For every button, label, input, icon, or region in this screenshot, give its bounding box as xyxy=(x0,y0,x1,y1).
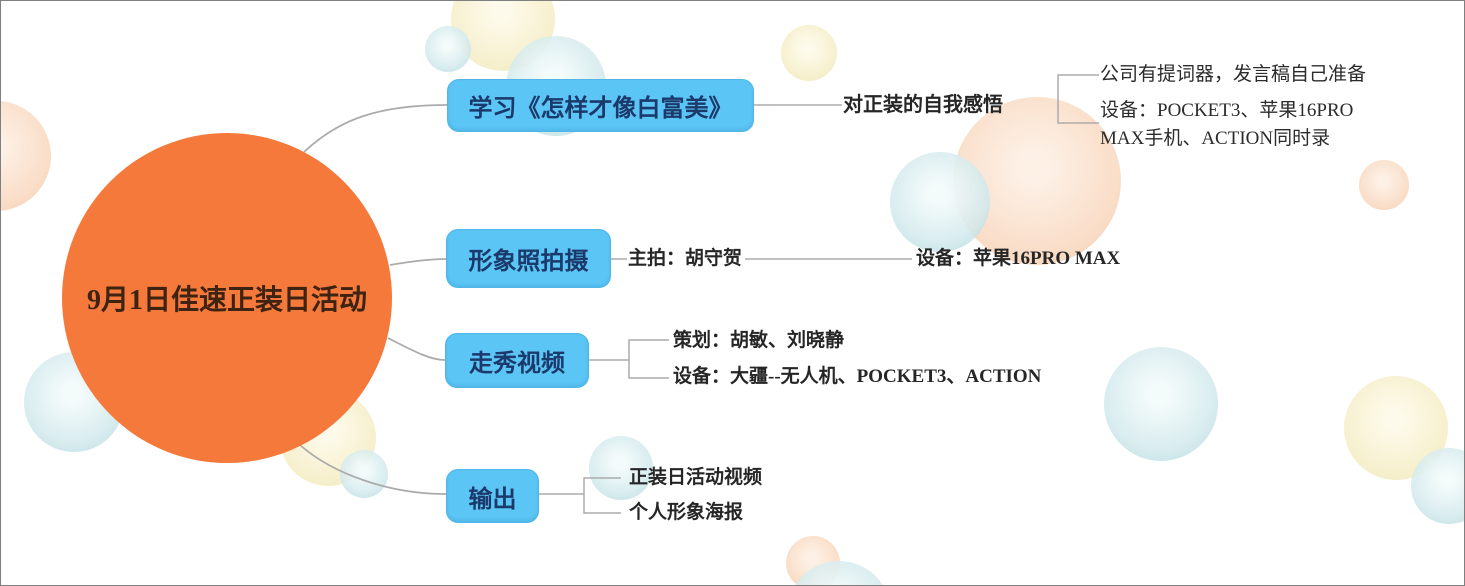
branch-node-catwalk[interactable]: 走秀视频 xyxy=(445,333,589,388)
bubble-decoration xyxy=(425,26,471,72)
leaf-output-poster[interactable]: 个人形象海报 xyxy=(629,502,744,523)
connector-root-branch2 xyxy=(389,258,447,266)
leaf-photo-lead[interactable]: 主拍：胡守贺 xyxy=(628,248,743,269)
branch-node-output[interactable]: 输出 xyxy=(446,469,539,523)
branch-node-label: 输出 xyxy=(468,486,517,513)
bubble-decoration xyxy=(1359,160,1409,210)
bracket-branch3 xyxy=(628,339,669,379)
branch-node-photo[interactable]: 形象照拍摄 xyxy=(446,229,611,288)
leaf-catwalk-devices[interactable]: 设备：大疆--无人机、POCKET3、ACTION xyxy=(673,366,1042,387)
root-node[interactable]: 9月1日佳速正装日活动 xyxy=(62,133,392,463)
leaf-photo-device[interactable]: 设备：苹果16PRO MAX xyxy=(916,248,1121,269)
bubble-decoration xyxy=(589,436,653,500)
connector-root-branch1 xyxy=(303,104,448,153)
leaf-catwalk-planners[interactable]: 策划：胡敏、刘晓静 xyxy=(673,330,845,351)
bracket-branch1 xyxy=(1057,74,1099,124)
branch-node-label: 形象照拍摄 xyxy=(468,249,589,275)
branch-node-label: 走秀视频 xyxy=(469,351,565,377)
bubble-decoration xyxy=(890,152,990,252)
connector-root-branch4 xyxy=(299,444,447,495)
bracket-branch4 xyxy=(583,477,621,514)
bubble-decoration xyxy=(781,25,837,81)
leaf-study-devices[interactable]: 设备：POCKET3、苹果16PRO MAX手机、ACTION同时录 xyxy=(1100,100,1354,149)
root-node-label: 9月1日佳速正装日活动 xyxy=(86,285,367,316)
bubble-decoration xyxy=(1411,448,1464,524)
bubble-decoration xyxy=(1104,347,1218,461)
leaf-teleprompter[interactable]: 公司有提词器，发言稿自己准备 xyxy=(1100,64,1367,85)
connector-root-branch3 xyxy=(387,337,446,361)
leaf-output-video[interactable]: 正装日活动视频 xyxy=(629,467,763,488)
branch-node-study[interactable]: 学习《怎样才像白富美》 xyxy=(447,79,754,132)
leaf-self-feeling[interactable]: 对正装的自我感悟 xyxy=(843,94,1003,116)
branch-node-label: 学习《怎样才像白富美》 xyxy=(468,96,733,122)
